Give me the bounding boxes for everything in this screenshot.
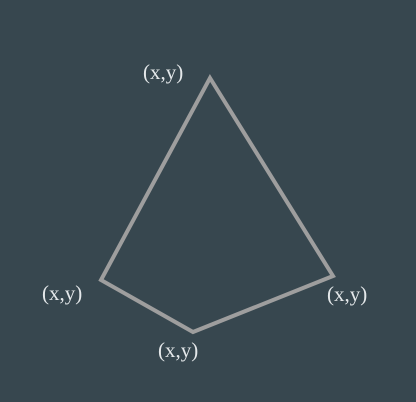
vertex-label-left: (x,y) — [42, 281, 83, 305]
vertex-label-top: (x,y) — [143, 60, 184, 84]
quadrilateral-outline — [98, 74, 336, 335]
vertex-label-right: (x,y) — [327, 282, 368, 306]
vertex-label-bottom: (x,y) — [158, 338, 199, 362]
